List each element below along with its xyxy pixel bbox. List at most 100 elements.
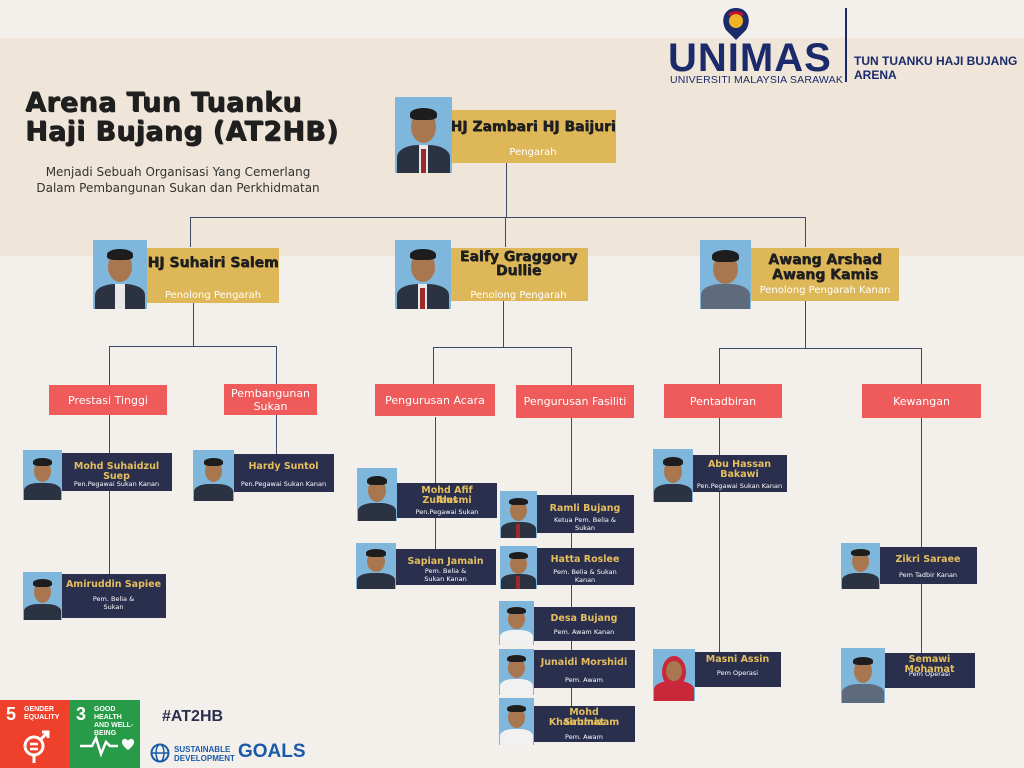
arena-line-1: TUN TUANKU HAJI BUJANG bbox=[854, 54, 1018, 68]
staff-photo bbox=[499, 601, 534, 645]
staff-name: Masni Assin bbox=[705, 654, 770, 665]
staff-role: Pem. Awam Kanan bbox=[553, 628, 615, 636]
staff-photo bbox=[841, 648, 885, 703]
staff-role: Sukan bbox=[575, 524, 595, 532]
staff-photo bbox=[499, 698, 534, 745]
staff-role: Pen.Pegawai Sukan Kanan bbox=[240, 480, 327, 488]
unit-prestasi-tinggi: Prestasi Tinggi bbox=[49, 385, 167, 415]
staff-photo bbox=[841, 543, 880, 589]
staff-role: Pem Tadbir Kanan bbox=[898, 571, 958, 579]
staff-name: Mohd Khairulnizam bbox=[548, 707, 620, 728]
assistant-photo bbox=[700, 240, 751, 309]
unit-pengurusan-acara: Pengurusan Acara bbox=[375, 384, 495, 416]
staff-role: Sukan Kanan bbox=[424, 575, 467, 583]
connector bbox=[921, 348, 922, 384]
staff-photo bbox=[653, 449, 693, 502]
connector bbox=[719, 418, 720, 666]
staff-card: Zikri Saraee Pem Tadbir Kanan bbox=[879, 547, 977, 584]
unit-pengurusan-fasiliti: Pengurusan Fasiliti bbox=[516, 385, 634, 418]
staff-role: Pem. Belia & bbox=[92, 595, 135, 603]
staff-name: Mohd Afif Zulhusmi bbox=[421, 485, 473, 506]
connector bbox=[109, 346, 277, 347]
staff-name: Sahmat bbox=[563, 717, 605, 728]
assistant-name: Awang Arshad bbox=[768, 252, 882, 268]
staff-name: Desa Bujang bbox=[550, 613, 618, 624]
un-globe-icon bbox=[150, 743, 170, 763]
director-name: HJ Zambari HJ Baijuri bbox=[450, 119, 616, 135]
unit-label: Sukan bbox=[253, 399, 288, 413]
connector bbox=[921, 418, 922, 668]
staff-card: Sapian Jamain Pem. Belia & Sukan Kanan bbox=[395, 549, 496, 585]
staff-role: Pen.Pegawai Sukan Kanan bbox=[696, 482, 783, 490]
director-role: Pengarah bbox=[509, 147, 557, 158]
staff-role: Pem. Belia & Sukan bbox=[553, 568, 617, 576]
staff-role: Pen.Pegawai Sukan Kanan bbox=[73, 480, 160, 488]
staff-role: Pem Operasi bbox=[716, 669, 759, 677]
assistant-photo bbox=[395, 240, 451, 309]
title-line-2: Haji Bujang (AT2HB) bbox=[25, 116, 339, 147]
sdg-label: GOOD HEALTH AND WELL-BEING bbox=[94, 706, 134, 737]
staff-name: Ramli Bujang bbox=[549, 503, 621, 514]
connector bbox=[506, 163, 507, 217]
connector bbox=[503, 301, 504, 347]
logo-divider bbox=[845, 8, 847, 82]
staff-card: Ramli Bujang Ketua Pem. Belia & Sukan bbox=[536, 495, 634, 533]
connector bbox=[190, 217, 806, 218]
staff-name: Bakawi bbox=[720, 469, 759, 480]
staff-name: Amiruddin Sapiee bbox=[65, 579, 162, 590]
staff-card: Mohd Suhaidzul Suep Pen.Pegawai Sukan Ka… bbox=[61, 453, 172, 491]
sdg-logo: SUSTAINABLE DEVELOPMENT GOALS bbox=[150, 741, 320, 764]
staff-role: Pem. Awam bbox=[565, 676, 603, 684]
connector bbox=[719, 348, 922, 349]
staff-name: Junaidi Morshidi bbox=[540, 657, 628, 668]
staff-card: Masni Assin Pem Operasi bbox=[694, 652, 781, 687]
staff-role: Pem Operasi bbox=[908, 670, 951, 678]
assistant-card: Awang Arshad Awang Kamis Penolong Pengar… bbox=[751, 248, 899, 301]
staff-name: Sapian Jamain bbox=[407, 556, 484, 567]
assistant-name: Awang Kamis bbox=[771, 267, 879, 283]
unimas-wordmark: UNIMAS bbox=[668, 36, 832, 80]
connector bbox=[571, 347, 572, 385]
staff-role: Pem. Belia & bbox=[424, 567, 467, 575]
assistant-name: Ealfy Graggory bbox=[459, 249, 578, 265]
assistant-role: Penolong Pengarah bbox=[164, 290, 262, 301]
staff-card: Junaidi Morshidi Pem. Awam bbox=[533, 650, 635, 688]
unit-label: Pembangunan bbox=[230, 386, 311, 400]
assistant-card: Ealfy Graggory Dullie Penolong Pengarah bbox=[449, 248, 588, 301]
staff-name: Mohd Suhaidzul Suep bbox=[73, 461, 160, 482]
sdg-small-line: SUSTAINABLE bbox=[174, 745, 231, 754]
tagline-line-1: Menjadi Sebuah Organisasi Yang Cemerlang bbox=[45, 165, 311, 179]
sdg-number: 3 bbox=[76, 704, 87, 724]
tagline-line-2: Dalam Pembangunan Sukan dan Perkhidmatan bbox=[36, 181, 320, 195]
connector bbox=[109, 414, 110, 600]
sdg-3-badge: 3 GOOD HEALTH AND WELL-BEING bbox=[70, 700, 140, 768]
staff-name: Hatta Roslee bbox=[550, 554, 620, 565]
arena-line-2: ARENA bbox=[854, 68, 897, 82]
staff-card: Semawi Mohamat Pem Operasi bbox=[884, 653, 975, 688]
staff-photo bbox=[193, 450, 234, 501]
staff-name: Semawi Mohamat bbox=[904, 654, 955, 675]
staff-card: Hardy Suntol Pen.Pegawai Sukan Kanan bbox=[233, 454, 334, 492]
assistant-photo bbox=[93, 240, 147, 309]
staff-photo bbox=[500, 491, 537, 538]
staff-card: Abu Hassan Bakawi Pen.Pegawai Sukan Kana… bbox=[692, 455, 787, 492]
staff-role: Pem. Awam bbox=[565, 733, 603, 741]
connector bbox=[276, 346, 277, 384]
assistant-name: Dullie bbox=[495, 263, 542, 279]
assistant-role: Penolong Pengarah Kanan bbox=[759, 285, 891, 296]
staff-card: Desa Bujang Pem. Awam Kanan bbox=[533, 607, 635, 641]
unimas-logo: UNIMAS UNIVERSITI MALAYSIA SARAWAK TUN T… bbox=[668, 6, 1024, 88]
staff-photo bbox=[357, 468, 397, 521]
assistant-card: HJ Suhairi Salem Penolong Pengarah bbox=[147, 248, 279, 303]
staff-card: Mohd Khairulnizam Sahmat Pem. Awam bbox=[533, 706, 635, 742]
unit-kewangan: Kewangan bbox=[862, 384, 981, 418]
connector bbox=[805, 217, 806, 247]
sdg-label: GENDER EQUALITY bbox=[24, 706, 60, 721]
unimas-emblem-icon bbox=[723, 8, 749, 40]
connector bbox=[433, 347, 572, 348]
staff-card: Hatta Roslee Pem. Belia & Sukan Kanan bbox=[536, 548, 634, 585]
sdg-small-text: SUSTAINABLE DEVELOPMENT bbox=[174, 745, 235, 763]
unit-pembangunan-sukan: Pembangunan Sukan bbox=[224, 384, 317, 415]
staff-role: Ketua Pem. Belia & bbox=[554, 516, 616, 524]
connector bbox=[505, 217, 506, 247]
